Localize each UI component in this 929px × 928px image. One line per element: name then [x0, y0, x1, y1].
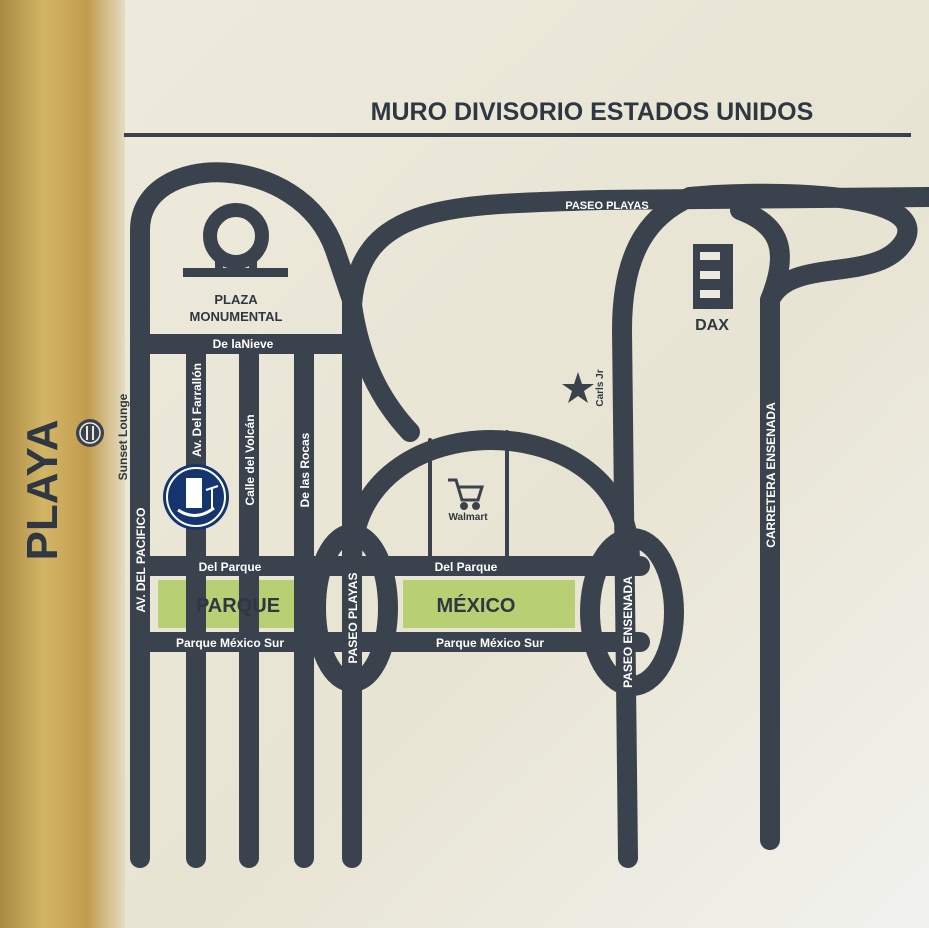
restaurant-icon — [76, 419, 104, 447]
park-right — [403, 580, 575, 628]
road-paseo-ensenada — [612, 187, 700, 868]
hotel-marker-icon — [163, 464, 229, 530]
street-carretera-ensenada: CARRETERA ENSENADA — [764, 402, 778, 548]
park-right-label: MÉXICO — [437, 594, 516, 617]
road-carretera-branch — [730, 200, 790, 310]
carls-label: Carls Jr — [595, 369, 606, 406]
walmart-label: Walmart — [448, 512, 488, 523]
park-left-label: PARQUE — [196, 595, 280, 617]
street-paseo-playas-vertical: PASEO PLAYAS — [346, 573, 360, 664]
street-av-del-farrallon: Av. Del Farrallón — [190, 363, 204, 457]
title-border-wall: MURO DIVISORIO ESTADOS UNIDOS — [371, 98, 814, 126]
plaza-label-line1: PLAZA — [214, 292, 258, 307]
border-wall-line — [124, 133, 911, 137]
street-av-del-pacifico: AV. DEL PACIFICO — [134, 508, 148, 613]
beach-label: PLAYA — [18, 419, 67, 560]
street-de-las-rocas: De las Rocas — [298, 432, 312, 507]
street-de-la-nieve: De laNieve — [213, 337, 274, 351]
street-del-parque-left: Del Parque — [199, 560, 262, 574]
star-icon — [562, 372, 594, 403]
street-del-parque-right: Del Parque — [435, 560, 498, 574]
street-paseo-ensenada: PASEO ENSENADA — [621, 576, 635, 688]
road-paseo-playas-top — [342, 187, 929, 315]
dax-logo-icon — [693, 244, 733, 309]
street-paseo-playas-top: PASEO PLAYAS — [565, 200, 648, 212]
road-carretera-loop — [680, 183, 918, 850]
sunset-lounge-label: Sunset Lounge — [116, 393, 130, 480]
street-calle-del-volcan: Calle del Volcán — [243, 414, 257, 505]
plaza-label-line2: MONUMENTAL — [190, 309, 283, 324]
road-network — [130, 162, 929, 868]
road-connector-curve — [342, 295, 420, 442]
street-parque-mexico-sur-left: Parque México Sur — [176, 636, 284, 650]
plaza-monumental-icon — [183, 203, 288, 277]
street-parque-mexico-sur-right: Parque México Sur — [436, 636, 544, 650]
roundabout-paseo-playas — [306, 524, 398, 692]
dax-label: DAX — [695, 317, 729, 334]
road-plaza-loop — [130, 162, 362, 310]
walmart-cart-icon — [448, 478, 485, 510]
park-left — [158, 580, 318, 628]
beach-sand — [0, 0, 125, 928]
